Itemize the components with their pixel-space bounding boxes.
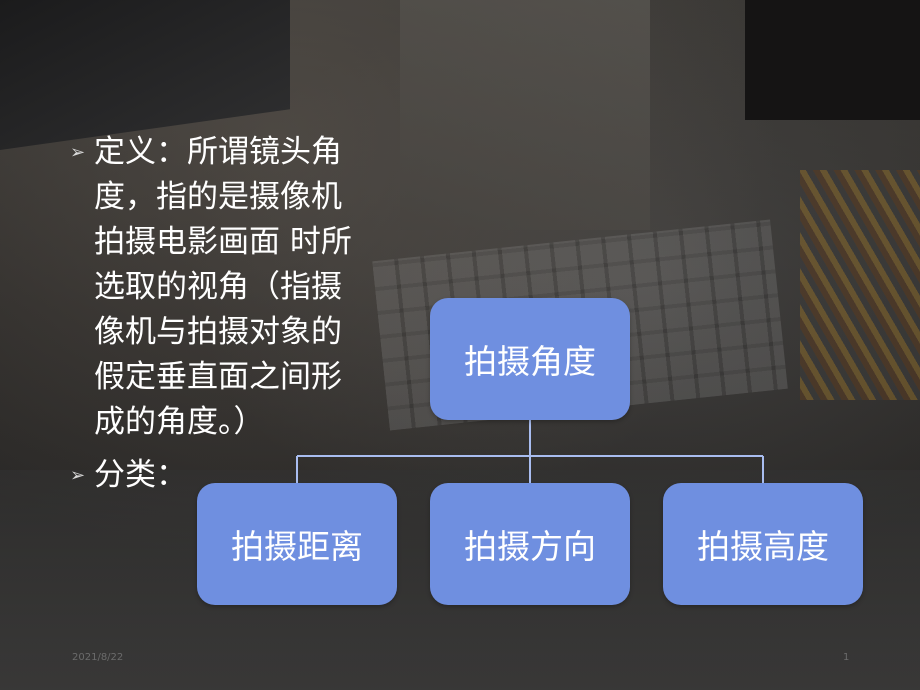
bullet-definition: ➢ 定义：所谓镜头角 度，指的是摄像机 拍摄电影画面 时所 选取的视角（指摄 像… [70,130,430,445]
classification-text: 分类： [94,453,430,498]
definition-line: 定义：所谓镜头角 [94,134,342,170]
background-monitor [745,0,920,120]
bullet-arrow-icon: ➢ [70,465,86,486]
diagram-child-distance: 拍摄距离 [197,483,397,605]
background-pencils [800,170,920,400]
bullet-classification: ➢ 分类： [70,453,430,498]
definition-text: 定义：所谓镜头角 度，指的是摄像机 拍摄电影画面 时所 选取的视角（指摄 像机与… [94,130,430,445]
definition-line: 假定垂直面之间形 [94,359,342,395]
definition-line: 度，指的是摄像机 [94,179,342,215]
definition-line: 像机与拍摄对象的 [94,314,342,350]
classification-line: 分类： [94,457,187,493]
diagram-root-box: 拍摄角度 [430,298,630,420]
footer-page-number: 1 [843,652,850,663]
definition-line: 选取的视角（指摄 [94,269,342,305]
background-notebook [400,0,650,230]
diagram-child-height: 拍摄高度 [663,483,863,605]
diagram-child-direction: 拍摄方向 [430,483,630,605]
bullet-arrow-icon: ➢ [70,142,86,163]
footer-date: 2021/8/22 [72,652,124,663]
definition-line: 成的角度。） [94,404,265,440]
bullet-list: ➢ 定义：所谓镜头角 度，指的是摄像机 拍摄电影画面 时所 选取的视角（指摄 像… [70,130,430,498]
definition-line: 拍摄电影画面 时所 [94,224,352,260]
